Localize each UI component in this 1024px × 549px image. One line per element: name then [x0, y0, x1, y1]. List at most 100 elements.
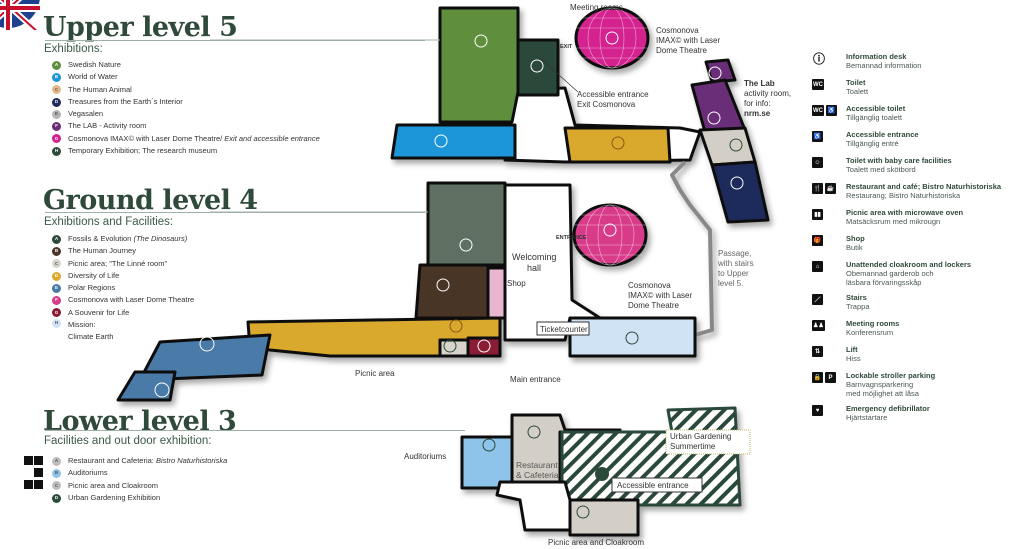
key-label-swedish: Restaurang; Bistro Naturhistoriska [846, 191, 961, 200]
legend-label: Urban Gardening Exhibition [68, 492, 161, 502]
legend-marker: C [52, 481, 61, 491]
lower-level-subtitle: Facilities and out door exhibition: [44, 435, 212, 447]
lower-room-a-restaurant [510, 413, 622, 484]
upper-level-title: Upper level 5 [43, 12, 238, 43]
label-accessible-exit-2: Exit Cosmonova [577, 100, 636, 109]
key-label-swedish: Butik [846, 243, 863, 252]
legend-label: Picnic area; "The Linné room" [68, 258, 168, 268]
urban-label-box [665, 429, 751, 455]
ground-room-h-mission [568, 316, 697, 358]
label-lab: The Lab [744, 79, 775, 88]
label-passage-3: to Upper [718, 269, 749, 278]
label-welcoming-2: hall [527, 263, 541, 273]
key-label-swedish: Barnvagnsparkering [846, 380, 914, 389]
key-label: Unattended cloakroom and lockers [846, 260, 972, 269]
label-ticketcounter: Ticketcounter [540, 325, 588, 334]
legend-marker: D [52, 493, 61, 503]
legend-marker: B [52, 468, 61, 478]
legend-item: C Picnic area and Cloakroom [52, 480, 227, 492]
label-lab-3: for info: [744, 99, 771, 108]
label-shop: Shop [507, 279, 526, 288]
label-entrance: ENTRANCE [556, 235, 587, 241]
legend-item: F The LAB - Activity room [52, 120, 320, 132]
legend-label: Auditoriums [68, 468, 108, 478]
upper-room-b-world-of-water [390, 123, 517, 160]
shop-icon: 🎁 [812, 234, 846, 254]
legend-marker: C [52, 85, 61, 95]
legend-label: A Souvenir for Life [68, 307, 130, 317]
legend-label: Treasures from the Earth´s Interior [68, 96, 183, 106]
label-main-entrance: Main entrance [510, 375, 561, 384]
ground-room-e-polar-1 [138, 333, 272, 382]
upper-room-f-lab-small [704, 58, 737, 84]
language-flag-uk[interactable] [0, 0, 40, 30]
label-lab-2: activity room, [744, 89, 791, 98]
legend-marker: F [52, 122, 61, 132]
upper-room-h-temporary [516, 38, 560, 97]
legend-marker: B [52, 72, 61, 82]
picnic-icon: ▮▮ [812, 208, 846, 228]
ground-room-d-diversity [246, 316, 502, 358]
label-meeting-rooms: Meeting rooms [570, 3, 623, 12]
ground-hall [503, 183, 602, 342]
label-cosmonova-upper-3: Dome Theatre [656, 46, 708, 55]
accessible-entrance-box [611, 477, 703, 493]
legend-label: Picnic area and Cloakroom [68, 480, 159, 490]
legend-label: The LAB - Activity room [68, 121, 147, 131]
upper-room-a-swedish-nature [438, 6, 520, 124]
label-restaurant-1: Restaurant [516, 460, 558, 470]
key-label: Lift [846, 345, 858, 354]
legend-marker: C [52, 259, 61, 269]
legend-marker: A [52, 456, 61, 466]
toilet-icon: WC [812, 78, 846, 98]
label-passage-2: with stairs [717, 259, 754, 268]
label-cosmonova-ground-2: IMAX© with Laser [628, 291, 692, 300]
restaurant-icon [24, 455, 33, 465]
legend-marker: E [52, 283, 61, 293]
label-passage-4: level 5. [718, 279, 743, 288]
key-item: 🍴☕Restaurant and café; Bistro Naturhisto… [812, 182, 1024, 202]
meeting-rooms-icon: ♟♟ [812, 319, 846, 339]
key-label-swedish: Toalett med skötbord [846, 165, 916, 174]
passage [670, 160, 714, 337]
legend-marker: F [52, 296, 61, 306]
key-label: Toilet [846, 78, 866, 87]
label-welcoming-1: Welcoming [512, 252, 556, 262]
upper-level-subtitle: Exhibitions: [44, 43, 103, 55]
legend-label: Vegasalen [68, 109, 104, 119]
room-marker-d [595, 467, 609, 481]
stroller-parking-icon: 🔒P [812, 371, 846, 398]
baby-care-icon: ☺ [812, 156, 846, 176]
room-markers-dark [443, 136, 743, 519]
ground-room-c-picnic [438, 338, 470, 358]
legend-label: Temporary Exhibition; The research museu… [68, 146, 218, 156]
legend-marker: G [52, 134, 61, 144]
key-label-swedish-2: läsbara förvaringsskåp [846, 278, 922, 287]
upper-room-c-human-animal [563, 126, 672, 164]
key-label: Emergency defibrillator [846, 404, 930, 413]
legend-item: D Urban Gardening Exhibition [52, 492, 227, 504]
label-lab-link[interactable]: nrm.se [744, 109, 771, 118]
legend-label: World of Water [68, 72, 118, 82]
picnic-icon [24, 480, 33, 490]
upper-corridor [503, 86, 702, 164]
key-label: Meeting rooms [846, 319, 900, 328]
label-cosmonova-ground-1: Cosmonova [628, 281, 671, 290]
ground-level-subtitle: Exhibitions and Facilities: [44, 216, 174, 228]
label-accessible-exit-1: Accessible entrance [577, 90, 649, 99]
